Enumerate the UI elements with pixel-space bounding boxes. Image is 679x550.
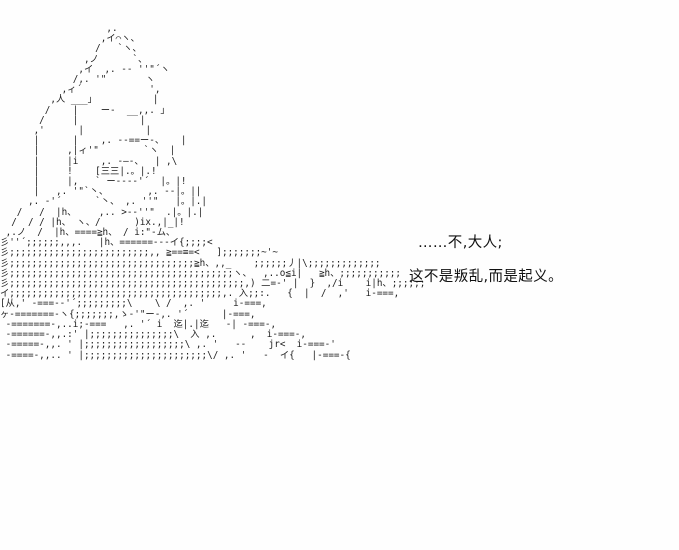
ascii-art-character: ,. ,イ⌒ヽ、 / `ヽ、 ,ノ `、 ,イ ,. -‐ ''"´ヽ /,. …	[0, 23, 426, 361]
dialogue-line-2: 这不是叛乱,而是起义。	[409, 269, 564, 285]
dialogue-text-block: ……不,大人; 这不是叛乱,而是起义。	[409, 226, 667, 294]
dialogue-line-1: ……不,大人;	[418, 235, 503, 251]
